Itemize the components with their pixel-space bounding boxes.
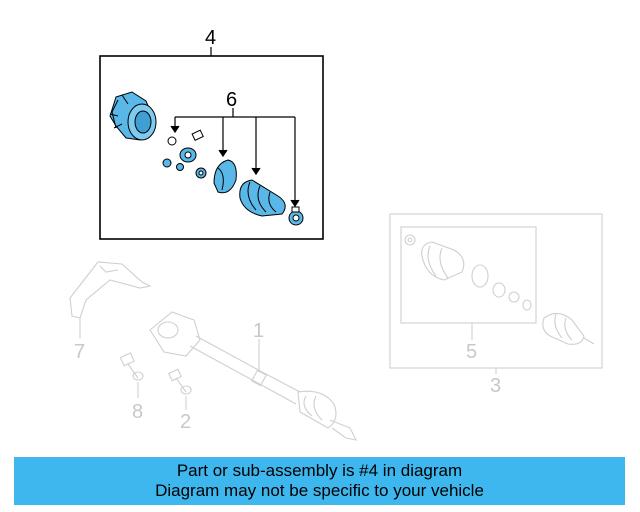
callout-8: 8 <box>132 401 143 423</box>
inner-boot <box>213 159 237 194</box>
outer-boot <box>239 179 286 217</box>
bolt-2 <box>168 368 192 410</box>
ghost-parts <box>69 213 603 441</box>
info-banner: Part or sub-assembly is #4 in diagram Di… <box>14 457 625 505</box>
assembly-3-frame <box>389 213 603 369</box>
callout-6: 6 <box>226 89 237 111</box>
callout-6-bracket <box>170 108 300 208</box>
subassembly-4[interactable]: 4 <box>99 27 324 240</box>
axle-shaft-1 <box>149 311 357 441</box>
callout-7: 7 <box>74 341 85 363</box>
subassembly-4-frame <box>99 55 324 240</box>
cv-joint-housing <box>109 91 157 141</box>
subassembly-5-frame <box>400 226 537 324</box>
banner-line-1: Part or sub-assembly is #4 in diagram <box>176 461 463 480</box>
banner-line-2: Diagram may not be specific to your vehi… <box>155 481 484 500</box>
callout-3: 3 <box>490 375 501 397</box>
callout-2: 2 <box>180 411 191 433</box>
bracket-7 <box>69 261 152 338</box>
callout-1: 1 <box>253 320 264 342</box>
bolt-8 <box>119 352 144 398</box>
callout-5: 5 <box>466 341 477 363</box>
subassembly-5-parts <box>404 234 532 311</box>
assembly-3-outer-joint <box>542 312 595 345</box>
callout-4: 4 <box>205 27 216 49</box>
boot-clamp <box>288 206 304 226</box>
inner-parts <box>162 129 207 179</box>
